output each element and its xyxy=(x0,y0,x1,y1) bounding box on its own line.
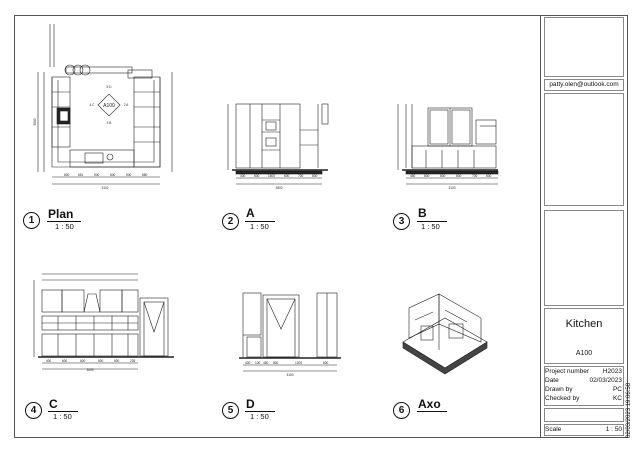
plan-tag-text: A100 xyxy=(103,103,115,109)
view-1-name[interactable]: Plan xyxy=(48,207,74,221)
title-block-divider xyxy=(540,15,541,438)
title-block-project-box xyxy=(544,308,624,364)
checked-by-label: Checked by xyxy=(545,395,580,402)
designer-email: patty.olen@outlook.com xyxy=(549,81,619,88)
d-dim-1: 400 xyxy=(245,361,251,365)
title-block-scale-box xyxy=(544,424,624,436)
d-dim-total: 3100 xyxy=(286,373,293,377)
title-block-logo-box xyxy=(544,17,624,77)
view-2-name[interactable]: A xyxy=(246,206,255,220)
view-6-underline xyxy=(417,411,447,412)
checked-by-value: KC xyxy=(612,395,622,402)
plan-drawing: A100 5 D 3 B 4 C 2 A 600 651 900 600 900… xyxy=(33,24,173,190)
project-number-label: Project number xyxy=(545,368,590,375)
project-number-value: H2023 xyxy=(602,368,622,375)
a-dim-3: 1600 xyxy=(268,174,275,178)
plan-mark-left: 4 C xyxy=(90,103,96,107)
view-6-number: 6 xyxy=(393,402,410,419)
c-dim-2: 600 xyxy=(62,359,68,363)
view-5-underline xyxy=(245,411,275,412)
a-dim-2: 600 xyxy=(254,174,260,178)
view-5-scale: 1 : 50 xyxy=(250,412,269,421)
d-dim-3: 450 xyxy=(263,361,269,365)
drawn-by-value: PC xyxy=(612,386,622,393)
c-dim-total: 3000 xyxy=(86,368,93,372)
c-dim-1: 400 xyxy=(46,359,52,363)
title-block-notes-box xyxy=(544,93,624,206)
plan-mark-top: 5 D xyxy=(107,85,113,89)
view-4-name[interactable]: C xyxy=(49,397,58,411)
plan-mark-right: 2 A xyxy=(124,103,129,107)
b-dim-4: 600 xyxy=(456,174,462,178)
view-4-scale: 1 : 50 xyxy=(53,412,72,421)
plan-overall-width: 3102 xyxy=(101,186,108,190)
a-dim-4: 600 xyxy=(284,174,290,178)
drawn-by-label: Drawn by xyxy=(545,386,573,393)
plan-overall-height: 3000 xyxy=(33,118,37,125)
plan-dim-3: 900 xyxy=(94,173,100,177)
plan-dim-5: 900 xyxy=(126,173,132,177)
scale-label: Scale xyxy=(545,426,562,433)
view-1-underline xyxy=(47,221,81,222)
view-3-scale: 1 : 50 xyxy=(421,222,440,231)
b-dim-total: 3100 xyxy=(448,186,455,190)
view-5-number: 5 xyxy=(222,402,239,419)
date-row: Date 02/03/2023 xyxy=(544,377,624,385)
c-dim-5: 600 xyxy=(114,359,120,363)
drawing-sheet-border xyxy=(14,15,628,438)
plan-dim-2: 651 xyxy=(78,173,84,177)
b-dim-1: 450 xyxy=(410,174,416,178)
elevation-b-drawing: 450 600 600 600 700 600 3100 xyxy=(397,104,499,190)
title-block-info-box xyxy=(544,366,624,406)
b-dim-6: 600 xyxy=(486,174,492,178)
view-2-underline xyxy=(245,221,275,222)
c-dim-4: 600 xyxy=(98,359,104,363)
plan-dim-4: 600 xyxy=(110,173,116,177)
d-dim-2: 100 xyxy=(255,361,261,365)
c-dim-3: 600 xyxy=(80,359,86,363)
axonometric-drawing xyxy=(402,293,488,375)
date-value: 02/03/2023 xyxy=(589,377,622,384)
b-dim-2: 600 xyxy=(424,174,430,178)
a-dim-6: 600 xyxy=(312,174,318,178)
elevation-a-drawing: 400 600 1600 600 700 600 2800 xyxy=(227,103,329,190)
sheet-number: A100 xyxy=(575,350,593,357)
view-6-name[interactable]: Axo xyxy=(418,397,441,411)
elevation-d-drawing: 400 100 450 800 1200 600 3100 xyxy=(239,292,341,377)
plan-dim-6: 680 xyxy=(142,173,148,177)
view-2-scale: 1 : 50 xyxy=(250,222,269,231)
a-dim-total: 2800 xyxy=(275,186,282,190)
plan-dim-1: 600 xyxy=(64,173,70,177)
d-dim-5: 1200 xyxy=(295,361,302,365)
view-3-underline xyxy=(417,221,447,222)
elevation-c-drawing: 400 600 600 600 600 235 3000 xyxy=(33,273,174,372)
checked-by-row: Checked by KC xyxy=(544,395,624,403)
title-block-email-box xyxy=(544,79,624,91)
view-4-underline xyxy=(48,411,78,412)
view-1-number: 1 xyxy=(23,212,40,229)
view-2-number: 2 xyxy=(222,213,239,230)
view-5-name[interactable]: D xyxy=(246,397,255,411)
b-dim-5: 700 xyxy=(472,174,478,178)
view-3-number: 3 xyxy=(393,213,410,230)
d-dim-4: 800 xyxy=(273,361,279,365)
scale-value: 1 : 50 xyxy=(605,426,622,433)
title-block-client-box xyxy=(544,210,624,306)
d-dim-6: 600 xyxy=(323,361,329,365)
view-1-scale: 1 : 50 xyxy=(55,222,74,231)
title-block-blank-box xyxy=(544,408,624,422)
c-dim-6: 235 xyxy=(130,359,136,363)
print-timestamp: 02/03/2023 19:06:58 xyxy=(626,382,632,438)
date-label: Date xyxy=(545,377,559,384)
plan-mark-bottom: 3 B xyxy=(107,121,112,125)
a-dim-5: 700 xyxy=(298,174,304,178)
view-3-name[interactable]: B xyxy=(418,206,427,220)
scale-row: Scale 1 : 50 xyxy=(544,426,624,434)
view-4-number: 4 xyxy=(25,402,42,419)
b-dim-3: 600 xyxy=(440,174,446,178)
drawn-by-row: Drawn by PC xyxy=(544,386,624,394)
project-number-row: Project number H2023 xyxy=(544,368,624,376)
project-title: Kitchen xyxy=(565,318,603,330)
a-dim-1: 400 xyxy=(240,174,246,178)
